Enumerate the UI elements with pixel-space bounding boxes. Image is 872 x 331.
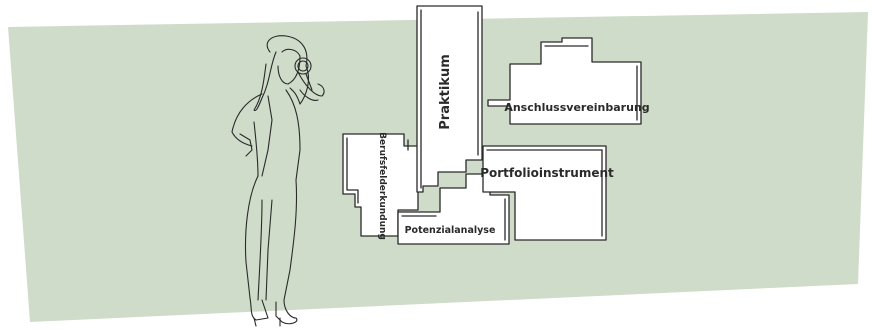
block-portfolioinstrument [482, 145, 607, 241]
label-anschlussvereinbarung: Anschlussvereinbarung [504, 101, 649, 114]
label-praktikum: Praktikum [438, 54, 453, 129]
label-potenzialanalyse: Potenzialanalyse [405, 225, 496, 236]
block-anschlussvereinbarung [487, 37, 642, 125]
label-berufsfelderkundung: Berufsfelderkundung [377, 132, 387, 240]
block-berufsfelderkundung [342, 133, 419, 237]
woman-figure [231, 35, 325, 327]
label-portfolioinstrument: Portfolioinstrument [480, 166, 614, 180]
block-praktikum [416, 5, 483, 193]
